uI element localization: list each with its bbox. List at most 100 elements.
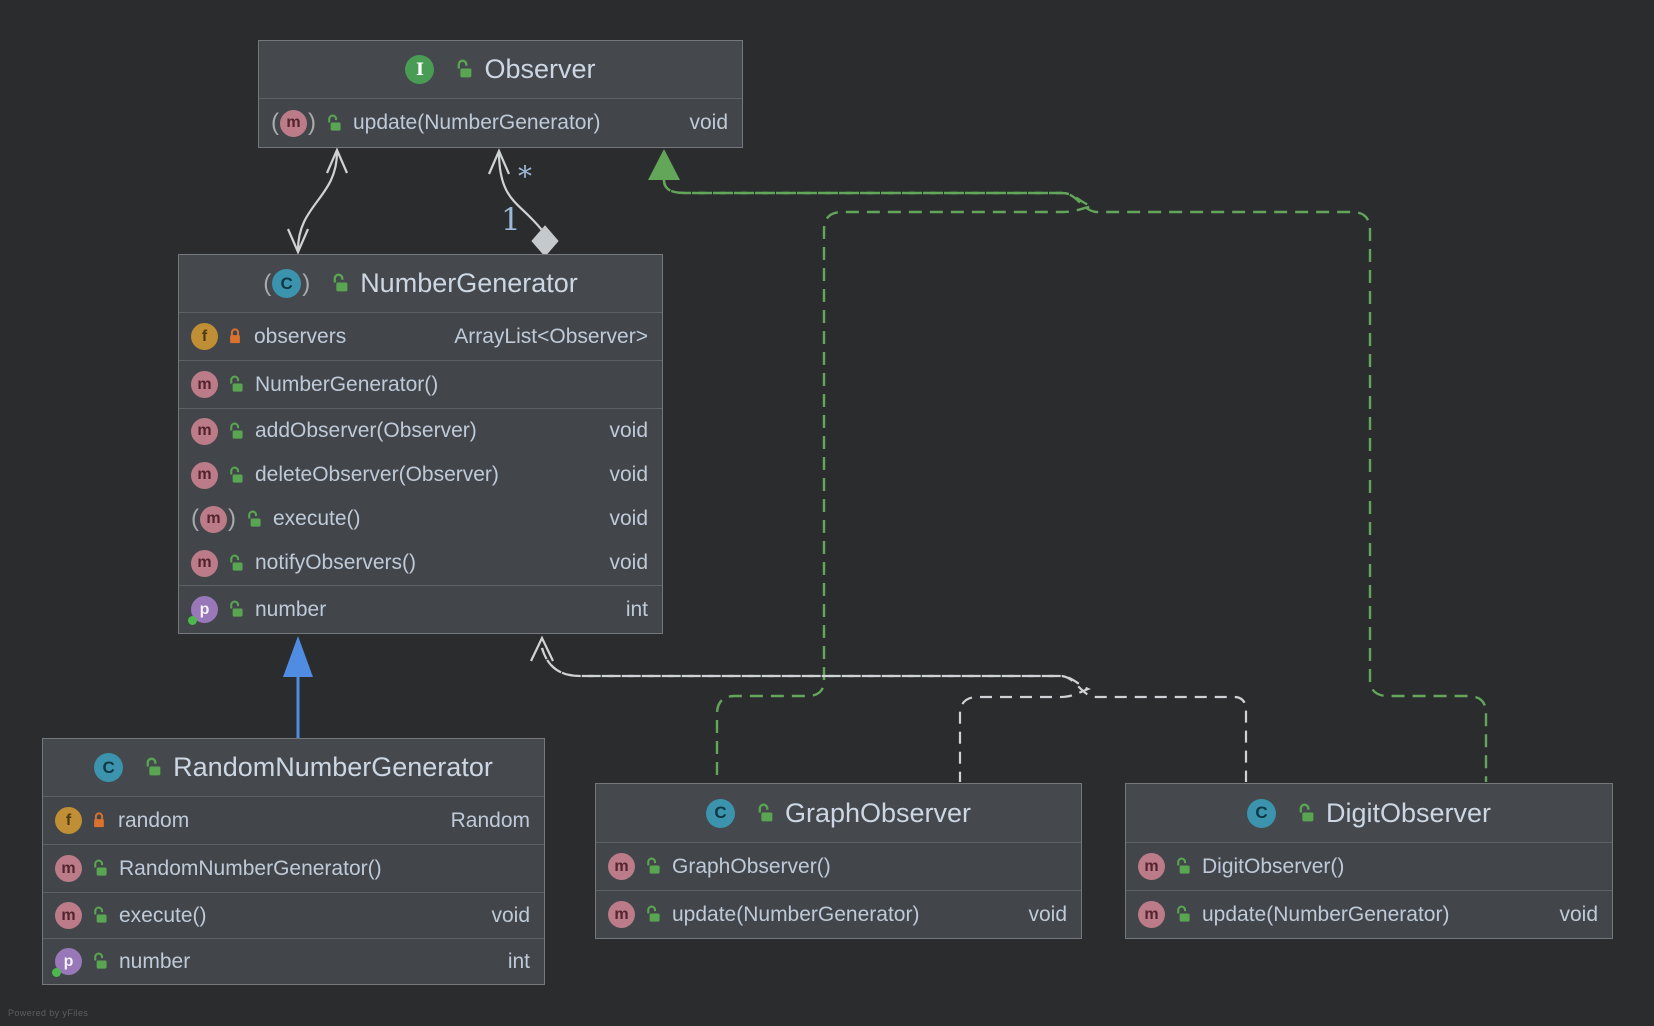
member-name: GraphObserver() xyxy=(672,854,831,878)
public-lock-icon xyxy=(328,114,341,131)
member-name: DigitObserver() xyxy=(1202,854,1345,878)
dependency-arrowhead xyxy=(530,635,554,662)
private-lock-icon xyxy=(230,328,240,344)
public-lock-icon xyxy=(94,859,107,876)
public-lock-icon xyxy=(1177,857,1190,874)
class-title: NumberGenerator xyxy=(360,268,578,298)
member-row[interactable]: m RandomNumberGenerator() xyxy=(43,844,544,892)
method-icon: m xyxy=(191,371,218,398)
class-header-digitobserver[interactable]: C DigitObserver xyxy=(1126,784,1612,842)
class-node-observer[interactable]: I Observer m update(NumberGenerator) voi… xyxy=(258,40,743,148)
method-icon: m xyxy=(191,417,218,445)
multiplicity-label-many: * xyxy=(518,160,532,193)
member-name: NumberGenerator() xyxy=(255,372,439,396)
class-icon: C xyxy=(94,753,124,782)
member-row[interactable]: f random Random xyxy=(43,796,544,844)
member-row[interactable]: m NumberGenerator() xyxy=(179,360,662,408)
public-lock-icon xyxy=(230,600,243,617)
method-icon: m xyxy=(1138,901,1165,928)
aggregation-edge-numbergenerator-observer[interactable] xyxy=(487,148,559,257)
member-row[interactable]: m notifyObservers() void xyxy=(179,541,662,585)
member-type: void xyxy=(491,903,530,927)
method-icon: m xyxy=(608,853,635,880)
class-node-randomnumbergenerator[interactable]: C RandomNumberGenerator f random Random … xyxy=(42,738,545,985)
method-icon: m xyxy=(55,855,82,882)
method-icon: m xyxy=(608,901,635,928)
dependency-edge-graphobserver[interactable] xyxy=(540,647,1091,782)
public-lock-icon xyxy=(94,952,107,969)
class-node-graphobserver[interactable]: C GraphObserver m GraphObserver() m upda… xyxy=(595,783,1082,939)
public-lock-icon xyxy=(333,273,348,292)
member-row[interactable]: m addObserver(Observer) void xyxy=(179,408,662,453)
class-title: RandomNumberGenerator xyxy=(173,752,493,782)
member-row[interactable]: m execute() void xyxy=(179,497,662,541)
member-type: void xyxy=(609,463,648,486)
member-type: void xyxy=(609,419,648,442)
member-name: addObserver(Observer) xyxy=(255,419,477,442)
public-lock-icon xyxy=(758,803,773,821)
private-lock-icon xyxy=(94,812,104,828)
class-header-randomnumbergenerator[interactable]: C RandomNumberGenerator xyxy=(43,739,544,796)
member-row[interactable]: m GraphObserver() xyxy=(596,842,1081,890)
class-header-numbergenerator[interactable]: C NumberGenerator xyxy=(179,255,662,312)
member-type: ArrayList<Observer> xyxy=(454,324,648,348)
class-title: DigitObserver xyxy=(1325,797,1492,828)
class-icon: C xyxy=(1246,798,1276,828)
realization-edge-graphobserver[interactable] xyxy=(662,179,1093,782)
member-type: void xyxy=(609,551,648,574)
member-name: update(NumberGenerator) xyxy=(672,902,920,926)
property-icon: p xyxy=(52,948,82,977)
member-name: random xyxy=(118,808,190,832)
member-row[interactable]: m update(NumberGenerator) void xyxy=(596,890,1081,938)
class-title: GraphObserver xyxy=(784,797,972,828)
dependency-edge-digitobserver[interactable] xyxy=(540,647,1248,782)
public-lock-icon xyxy=(1177,905,1190,922)
public-lock-icon xyxy=(458,59,472,78)
public-lock-icon xyxy=(1299,803,1314,821)
member-row[interactable]: p number int xyxy=(43,938,544,984)
member-name: update(NumberGenerator) xyxy=(1202,902,1450,926)
property-icon: p xyxy=(188,596,218,625)
member-row[interactable]: p number int xyxy=(179,585,662,633)
member-row[interactable]: m DigitObserver() xyxy=(1126,842,1612,890)
public-lock-icon xyxy=(230,422,243,439)
member-type: int xyxy=(507,949,530,973)
member-name: RandomNumberGenerator() xyxy=(119,856,382,880)
yfiles-watermark: Powered by yFiles xyxy=(8,1008,89,1018)
inheritance-edge-randomnumbergenerator[interactable] xyxy=(283,636,313,739)
member-row[interactable]: m execute() void xyxy=(43,892,544,938)
member-name: number xyxy=(119,949,191,973)
member-type: void xyxy=(1559,902,1598,926)
public-lock-icon xyxy=(647,857,660,874)
member-name: execute() xyxy=(119,903,207,927)
class-header-observer[interactable]: I Observer xyxy=(259,41,742,98)
public-lock-icon xyxy=(94,906,107,923)
member-row[interactable]: m update(NumberGenerator) void xyxy=(259,98,742,147)
class-node-numbergenerator[interactable]: C NumberGenerator f observers ArrayList<… xyxy=(178,254,663,634)
class-node-digitobserver[interactable]: C DigitObserver m DigitObserver() m upda… xyxy=(1125,783,1613,939)
public-lock-icon xyxy=(647,905,660,922)
association-edge-observer-numbergenerator[interactable] xyxy=(286,147,349,255)
member-type: void xyxy=(689,111,728,134)
member-type: int xyxy=(625,597,648,621)
realization-arrowhead xyxy=(648,149,680,180)
public-lock-icon xyxy=(230,466,243,483)
class-icon: C xyxy=(705,798,735,828)
class-title: Observer xyxy=(484,54,596,84)
abstract-method-icon: m xyxy=(280,109,307,137)
method-icon: m xyxy=(1138,853,1165,880)
field-icon: f xyxy=(55,807,82,834)
interface-icon: I xyxy=(405,55,435,84)
member-name: observers xyxy=(254,324,347,348)
member-row[interactable]: m deleteObserver(Observer) void xyxy=(179,453,662,497)
method-icon: m xyxy=(191,549,218,577)
method-icon: m xyxy=(55,902,82,929)
public-lock-icon xyxy=(230,554,243,571)
class-header-graphobserver[interactable]: C GraphObserver xyxy=(596,784,1081,842)
realization-edge-digitobserver[interactable] xyxy=(662,179,1488,782)
member-row[interactable]: f observers ArrayList<Observer> xyxy=(179,312,662,360)
member-type: Random xyxy=(450,808,530,832)
member-row[interactable]: m update(NumberGenerator) void xyxy=(1126,890,1612,938)
member-name: deleteObserver(Observer) xyxy=(255,463,499,486)
